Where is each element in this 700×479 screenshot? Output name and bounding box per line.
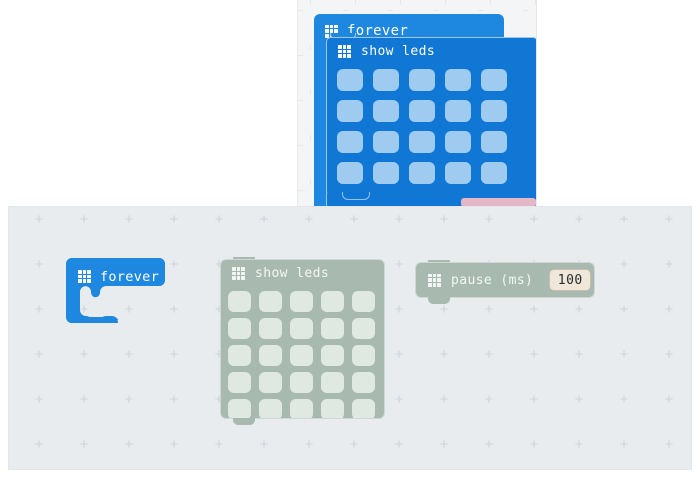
led-cell[interactable]	[228, 345, 251, 366]
led-cell[interactable]	[409, 100, 435, 122]
led-cell[interactable]	[373, 100, 399, 122]
workspace-led-matrix[interactable]	[228, 291, 384, 418]
led-cell[interactable]	[321, 345, 344, 366]
workspace-pause-value-field[interactable]: 100	[549, 269, 592, 291]
led-cell[interactable]	[259, 318, 282, 339]
led-cell[interactable]	[337, 131, 363, 153]
led-cell[interactable]	[290, 399, 313, 418]
led-cell[interactable]	[445, 131, 471, 153]
led-cell[interactable]	[259, 399, 282, 418]
led-cell[interactable]	[373, 131, 399, 153]
preview-card: forever show leds	[297, 0, 537, 208]
led-cell[interactable]	[228, 291, 251, 312]
led-cell[interactable]	[409, 131, 435, 153]
grid-icon	[428, 273, 441, 287]
led-cell[interactable]	[321, 318, 344, 339]
led-cell[interactable]	[321, 372, 344, 393]
led-cell[interactable]	[409, 69, 435, 91]
workspace-pause-bottom-notch	[428, 297, 450, 304]
preview-show-leds-block[interactable]: show leds	[326, 37, 536, 196]
workspace-forever-block[interactable]	[66, 258, 165, 323]
led-cell[interactable]	[337, 100, 363, 122]
led-cell[interactable]	[321, 399, 344, 418]
led-cell[interactable]	[481, 69, 507, 91]
led-cell[interactable]	[352, 291, 375, 312]
led-cell[interactable]	[352, 372, 375, 393]
led-cell[interactable]	[290, 372, 313, 393]
led-cell[interactable]	[373, 162, 399, 184]
led-cell[interactable]	[445, 100, 471, 122]
led-cell[interactable]	[352, 318, 375, 339]
led-cell[interactable]	[290, 345, 313, 366]
led-cell[interactable]	[409, 162, 435, 184]
led-cell[interactable]	[290, 318, 313, 339]
grid-icon	[232, 267, 245, 280]
led-cell[interactable]	[337, 69, 363, 91]
preview-led-matrix[interactable]	[337, 69, 536, 195]
workspace-show-leds-bottom-notch	[233, 418, 255, 425]
workspace-pause-block[interactable]: pause (ms) 100	[415, 262, 595, 298]
workspace-show-leds-header: show leds	[221, 260, 384, 287]
workspace-pause-label: pause (ms)	[451, 272, 534, 288]
workspace-show-leds-block[interactable]: show leds	[220, 259, 385, 419]
led-cell[interactable]	[228, 399, 251, 418]
grid-icon	[338, 45, 351, 58]
led-cell[interactable]	[259, 291, 282, 312]
led-cell[interactable]	[352, 399, 375, 418]
led-cell[interactable]	[481, 162, 507, 184]
led-cell[interactable]	[321, 291, 344, 312]
led-cell[interactable]	[445, 162, 471, 184]
led-cell[interactable]	[481, 131, 507, 153]
led-cell[interactable]	[337, 162, 363, 184]
preview-accent-chip	[461, 198, 536, 207]
preview-forever-label: forever	[347, 23, 409, 39]
led-cell[interactable]	[290, 291, 313, 312]
preview-block-bottom-notch	[342, 192, 370, 200]
preview-show-leds-header: show leds	[327, 38, 536, 65]
led-cell[interactable]	[259, 372, 282, 393]
led-cell[interactable]	[373, 69, 399, 91]
led-cell[interactable]	[228, 372, 251, 393]
led-cell[interactable]	[228, 318, 251, 339]
led-cell[interactable]	[352, 345, 375, 366]
led-cell[interactable]	[445, 69, 471, 91]
preview-show-leds-label: show leds	[361, 44, 436, 59]
workspace-show-leds-label: show leds	[255, 266, 330, 281]
led-cell[interactable]	[481, 100, 507, 122]
led-cell[interactable]	[259, 345, 282, 366]
